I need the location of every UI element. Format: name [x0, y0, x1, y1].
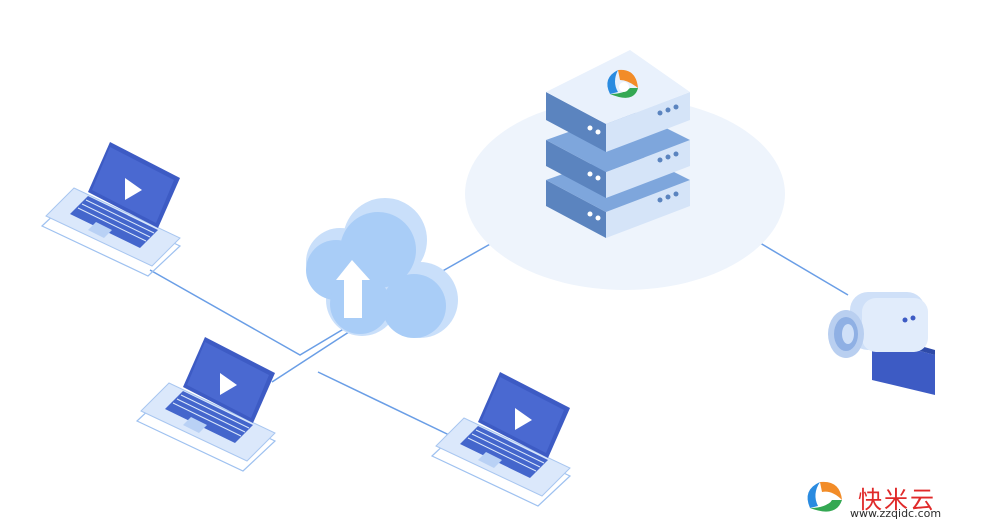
play-icon: [125, 178, 142, 200]
video-camera-icon: [828, 310, 864, 358]
laptop-1: [40, 142, 182, 277]
play-icon: [220, 373, 237, 395]
touchpad: [88, 222, 112, 238]
edge-laptop2-cloud: [271, 327, 356, 383]
brand-name: 快米云: [858, 486, 936, 514]
upload-arrow-icon: [336, 260, 370, 318]
server-stack: [546, 50, 690, 238]
brand-watermark: 快米云 www.zzqidc.com: [800, 476, 990, 522]
video-camera: [828, 292, 935, 395]
brand-logo-icon: [807, 481, 842, 512]
play-icon: [515, 408, 532, 430]
brand-logo-icon: [607, 69, 638, 98]
server-unit-1: [546, 50, 690, 152]
brand-url: www.zzqidc.com: [850, 507, 942, 520]
edge-laptop3-cloud: [317, 371, 471, 446]
cloud: [306, 198, 458, 338]
edge-laptop1-cloud: [149, 269, 363, 356]
laptop-2: [135, 337, 277, 472]
edge-server-camera: [759, 242, 849, 296]
laptop-3: [430, 372, 572, 507]
